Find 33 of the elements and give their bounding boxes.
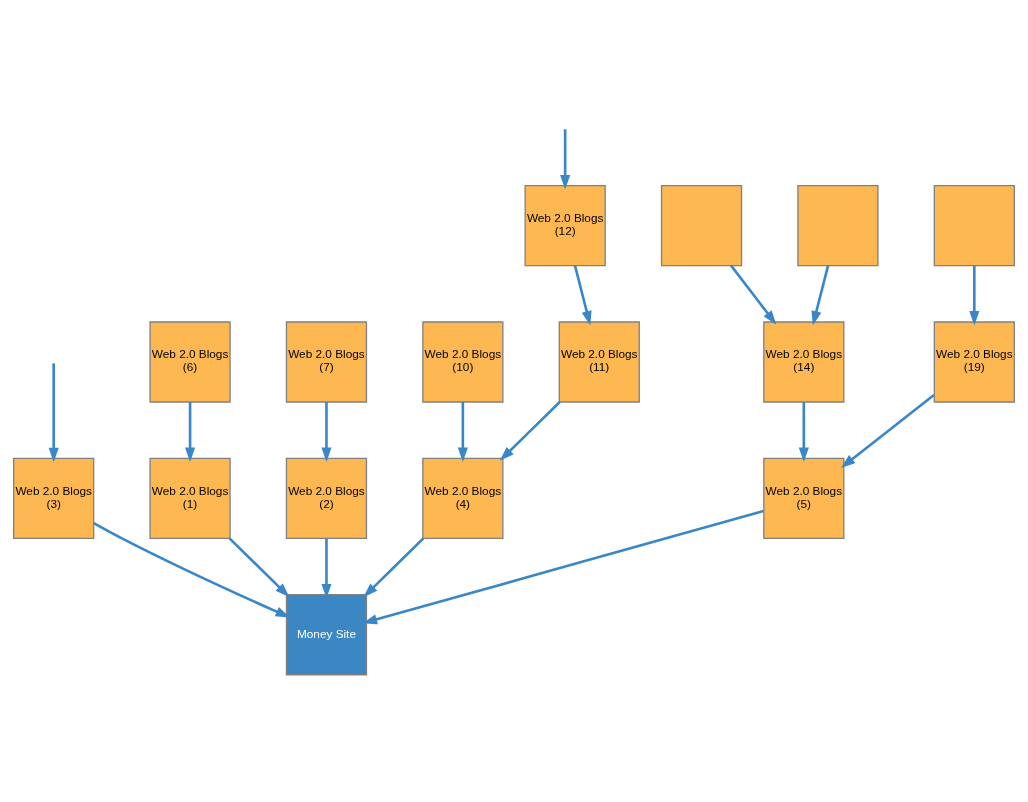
node-box: Web 2.0 Blogs (12)	[524, 184, 606, 266]
node-box	[660, 184, 743, 266]
arrow	[840, 393, 935, 468]
arrow	[362, 509, 764, 624]
arrow	[499, 400, 561, 461]
arrow	[573, 264, 592, 325]
arrow	[457, 401, 468, 462]
node-box: Web 2.0 Blogs (6)	[149, 320, 231, 403]
node-box: Web 2.0 Blogs (3)	[13, 457, 95, 539]
arrow	[93, 521, 290, 618]
arrow	[730, 264, 777, 325]
node-box	[797, 184, 879, 266]
arrow	[321, 401, 332, 462]
arrow	[185, 401, 196, 462]
node-box: Web 2.0 Blogs (1)	[149, 457, 231, 539]
node-box: Web 2.0 Blogs (4)	[422, 457, 504, 539]
arrow	[969, 265, 980, 326]
node-box: Web 2.0 Blogs (5)	[763, 457, 845, 539]
node-box: Web 2.0 Blogs (19)	[933, 320, 1015, 403]
arrow	[321, 537, 332, 598]
node-box: Web 2.0 Blogs (7)	[285, 320, 368, 403]
node-box	[933, 184, 1015, 266]
node-box: Web 2.0 Blogs (10)	[422, 320, 504, 403]
arrow	[363, 536, 425, 597]
node-box: Money Site	[285, 593, 368, 675]
arrow	[48, 362, 59, 462]
arrow	[560, 128, 571, 189]
node-box: Web 2.0 Blogs (14)	[763, 320, 845, 403]
node-box: Web 2.0 Blogs (11)	[558, 320, 640, 403]
arrow	[228, 536, 290, 597]
arrow	[798, 401, 809, 462]
arrow	[811, 264, 830, 325]
node-box: Web 2.0 Blogs (2)	[285, 457, 368, 539]
